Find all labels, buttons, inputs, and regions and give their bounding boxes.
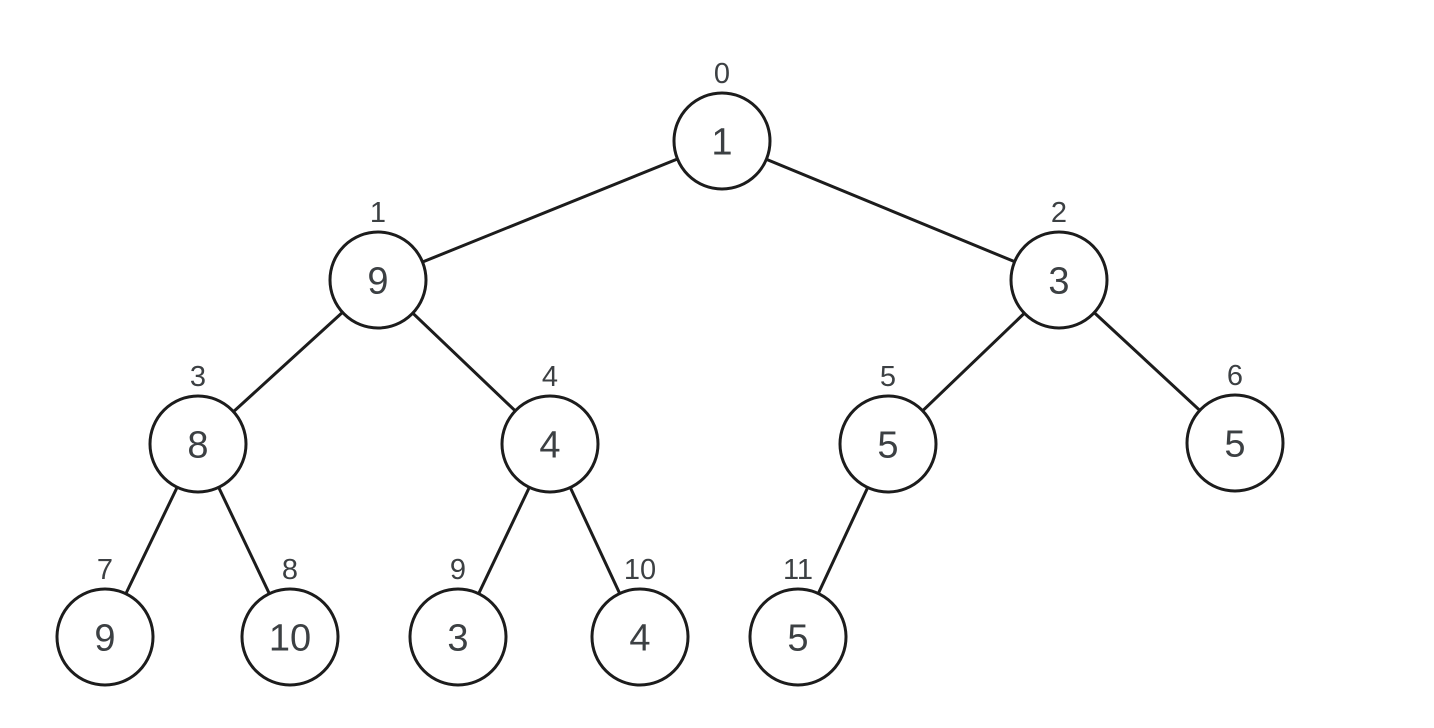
node-circle [672, 91, 772, 191]
node-index-label: 3 [190, 361, 206, 393]
node-circle [408, 587, 508, 687]
node-index-label: 4 [542, 361, 558, 393]
node-index-label: 9 [450, 554, 466, 586]
tree-node-7: 97 [55, 554, 155, 687]
node-circle [148, 394, 248, 494]
node-value: 3 [447, 618, 468, 660]
tree-node-11: 5 11 [748, 554, 848, 687]
node-circle [1009, 230, 1109, 330]
tree-node-2: 32 [1009, 197, 1109, 330]
node-circle [1185, 393, 1285, 493]
tree-node-3: 83 [148, 361, 248, 494]
node-value: 5 [877, 425, 898, 467]
node-index-label: 7 [97, 554, 113, 586]
node-value: 8 [187, 425, 208, 467]
node-circle [240, 587, 340, 687]
tree-node-10: 4 10 [590, 554, 690, 687]
node-value: 4 [539, 425, 560, 467]
node-index-label: 11 [783, 554, 813, 586]
node-value: 1 [711, 122, 732, 164]
tree-node-5: 55 [838, 361, 938, 494]
node-circle [590, 587, 690, 687]
node-value: 5 [1224, 424, 1245, 466]
node-value: 9 [94, 618, 115, 660]
node-circle [838, 394, 938, 494]
node-index-label: 1 [370, 197, 386, 229]
node-circle [500, 394, 600, 494]
tree-edge-0-2 [721, 139, 1060, 282]
node-circle [55, 587, 155, 687]
node-value: 3 [1048, 261, 1069, 303]
tree-node-1: 91 [328, 197, 428, 330]
node-index-label: 0 [714, 58, 730, 90]
node-value: 5 [787, 618, 808, 660]
tree-node-6: 56 [1185, 360, 1285, 493]
tree-node-4: 44 [500, 361, 600, 494]
node-circle [328, 230, 428, 330]
tree-node-0: 10 [672, 58, 772, 191]
node-index-label: 2 [1051, 197, 1067, 229]
node-index-label: 5 [880, 361, 896, 393]
tree-node-9: 39 [408, 554, 508, 687]
node-value: 10 [269, 618, 311, 660]
tree-node-8: 10 8 [240, 554, 340, 687]
node-value: 9 [367, 261, 388, 303]
node-index-label: 6 [1227, 360, 1243, 392]
node-index-label: 8 [282, 554, 298, 586]
node-circle [748, 587, 848, 687]
tree-edge-0-1 [377, 139, 723, 282]
node-index-label: 10 [624, 554, 656, 586]
node-value: 4 [629, 618, 650, 660]
